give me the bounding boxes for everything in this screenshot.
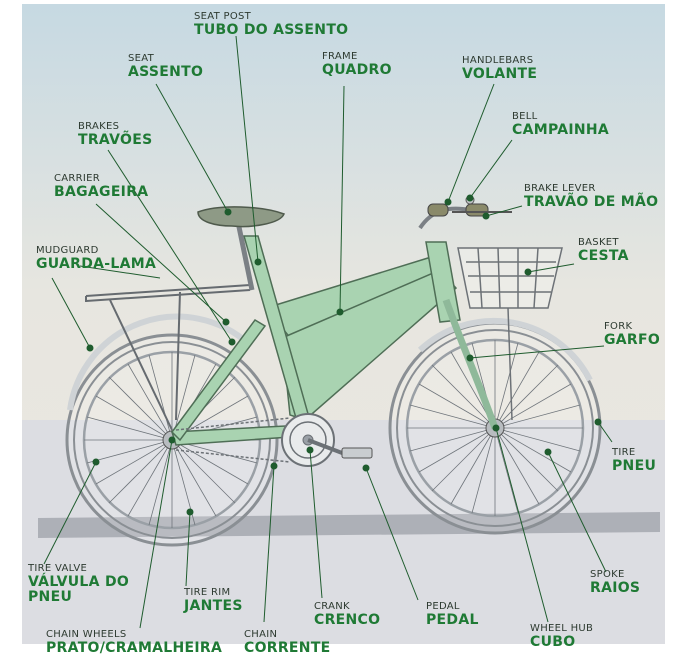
label-pedal-en: PEDAL — [426, 601, 460, 612]
label-frame-pt: QUADRO — [322, 62, 392, 78]
label-seat-pt: ASSENTO — [128, 64, 204, 80]
label-tire-rim-en: TIRE RIM — [184, 587, 231, 598]
label-mudguard: MUDGUARD GUARDA-LAMA — [36, 245, 157, 272]
basket — [457, 247, 563, 421]
label-chain-wheels-pt: PRATO/CRAMALHEIRA — [46, 640, 223, 656]
label-brake-lever: BRAKE LEVER TRAVÃO DE MÃO — [524, 183, 659, 210]
label-carrier-en: CARRIER — [54, 173, 101, 184]
label-carrier-pt: BAGAGEIRA — [54, 184, 149, 200]
label-chain-wheels: CHAIN WHEELS PRATO/CRAMALHEIRA — [46, 629, 223, 656]
label-chain-pt: CORRENTE — [244, 640, 331, 656]
label-handlebars: HANDLEBARS VOLANTE — [462, 55, 538, 82]
label-bell: BELL CAMPAINHA — [512, 111, 610, 138]
label-chain-en: CHAIN — [244, 629, 278, 640]
label-frame: FRAME QUADRO — [322, 51, 392, 78]
label-bell-en: BELL — [512, 111, 538, 122]
label-fork-en: FORK — [604, 321, 633, 332]
label-handlebars-en: HANDLEBARS — [462, 55, 534, 66]
label-pedal-pt: PEDAL — [426, 612, 479, 628]
label-frame-en: FRAME — [322, 51, 358, 62]
label-bell-pt: CAMPAINHA — [512, 122, 610, 138]
seat-post — [235, 221, 255, 291]
label-pedal: PEDAL PEDAL — [426, 601, 479, 628]
fork — [442, 298, 499, 430]
label-spoke-en: SPOKE — [590, 569, 625, 580]
label-crank-en: CRANK — [314, 601, 350, 612]
label-handlebars-pt: VOLANTE — [462, 66, 538, 82]
label-brakes: BRAKES TRAVÕES — [78, 121, 153, 148]
label-seat-post-pt: TUBO DO ASSENTO — [194, 22, 349, 38]
label-basket: BASKET CESTA — [578, 237, 629, 264]
label-tire-valve-pt1: VÁLVULA DO — [28, 574, 130, 590]
label-brakes-en: BRAKES — [78, 121, 120, 132]
label-chain: CHAIN CORRENTE — [244, 629, 331, 656]
label-basket-pt: CESTA — [578, 248, 629, 264]
label-crank-pt: CRENCO — [314, 612, 381, 628]
front-mudguard — [417, 317, 593, 382]
label-wheel-hub-en: WHEEL HUB — [530, 623, 594, 634]
drivetrain — [175, 413, 373, 467]
leader-lines — [43, 35, 613, 629]
label-mudguard-en: MUDGUARD — [36, 245, 99, 256]
label-brake-lever-en: BRAKE LEVER — [524, 183, 596, 194]
seat — [197, 206, 285, 228]
label-chain-wheels-en: CHAIN WHEELS — [46, 629, 127, 640]
label-crank: CRANK CRENCO — [314, 601, 381, 628]
label-brake-lever-pt: TRAVÃO DE MÃO — [524, 194, 659, 210]
label-tire-valve: TIRE VALVE VÁLVULA DO PNEU — [28, 563, 130, 605]
label-tire-en: TIRE — [612, 447, 636, 458]
label-seat-post-en: SEAT POST — [194, 11, 252, 22]
label-seat-en: SEAT — [128, 53, 155, 64]
label-fork-pt: GARFO — [604, 332, 661, 348]
frame — [171, 235, 461, 446]
label-fork: FORK GARFO — [604, 321, 661, 348]
label-wheel-hub: WHEEL HUB CUBO — [530, 623, 594, 650]
label-tire-rim: TIRE RIM JANTES — [184, 587, 243, 614]
label-brakes-pt: TRAVÕES — [78, 132, 153, 148]
label-spoke-pt: RAIOS — [590, 580, 641, 596]
label-tire-pt: PNEU — [612, 458, 657, 474]
label-spoke: SPOKE RAIOS — [590, 569, 641, 596]
label-tire-valve-pt2: PNEU — [28, 589, 73, 605]
label-seat: SEAT ASSENTO — [128, 53, 204, 80]
label-tire-rim-pt: JANTES — [184, 598, 243, 614]
label-wheel-hub-pt: CUBO — [530, 634, 576, 650]
label-mudguard-pt: GUARDA-LAMA — [36, 256, 157, 272]
carrier — [85, 284, 251, 431]
label-seat-post: SEAT POST TUBO DO ASSENTO — [194, 11, 349, 38]
label-carrier: CARRIER BAGAGEIRA — [54, 173, 149, 200]
label-tire-valve-en: TIRE VALVE — [28, 563, 88, 574]
label-tire: TIRE PNEU — [612, 447, 657, 474]
label-basket-en: BASKET — [578, 237, 619, 248]
